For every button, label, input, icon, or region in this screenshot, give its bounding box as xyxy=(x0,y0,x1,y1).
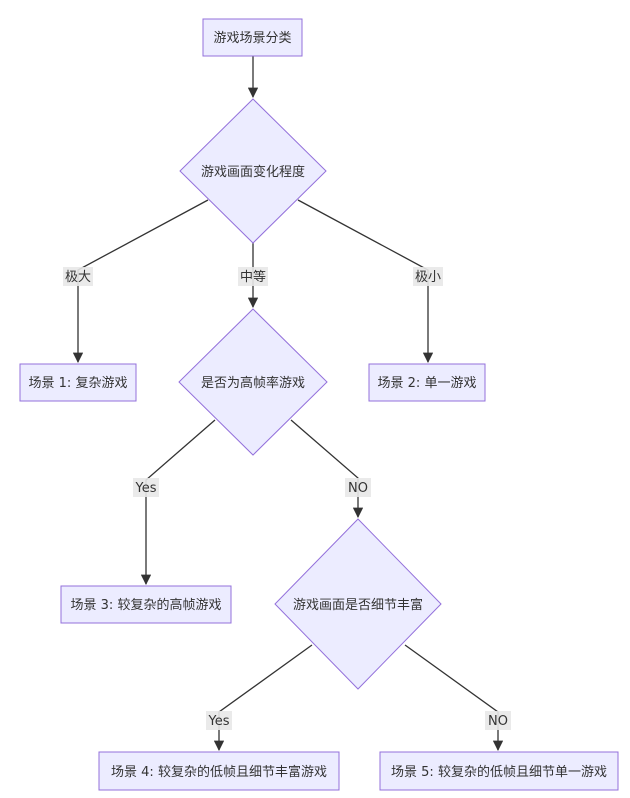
edge-very-small xyxy=(297,199,434,364)
node-detail-question[interactable]: 游戏画面是否细节丰富 xyxy=(274,518,442,690)
edge-label-very-large: 极大 xyxy=(63,267,93,286)
svg-text:NO: NO xyxy=(348,481,368,496)
svg-text:游戏画面变化程度: 游戏画面变化程度 xyxy=(201,164,305,180)
edge-label-medium: 中等 xyxy=(238,267,268,286)
edge-label-no-detail: NO xyxy=(485,711,511,730)
edge-no-high-fps xyxy=(290,419,364,519)
svg-text:是否为高帧率游戏: 是否为高帧率游戏 xyxy=(201,375,305,391)
svg-text:场景 2: 单一游戏: 场景 2: 单一游戏 xyxy=(378,376,477,391)
node-root[interactable]: 游戏场景分类 xyxy=(202,18,303,57)
edge-yes-high-fps xyxy=(140,419,216,586)
edge-very-large xyxy=(72,199,209,364)
node-scene-2[interactable]: 场景 2: 单一游戏 xyxy=(368,363,486,402)
svg-text:场景 3: 较复杂的高帧游戏: 场景 3: 较复杂的高帧游戏 xyxy=(71,597,222,613)
svg-text:中等: 中等 xyxy=(240,269,266,285)
node-scene-1[interactable]: 场景 1: 复杂游戏 xyxy=(19,363,137,402)
svg-text:场景 5: 较复杂的低帧且细节单一游戏: 场景 5: 较复杂的低帧且细节单一游戏 xyxy=(391,764,607,780)
edge-label-yes-detail: Yes xyxy=(206,711,232,730)
svg-text:游戏画面是否细节丰富: 游戏画面是否细节丰富 xyxy=(293,597,423,613)
svg-text:游戏场景分类: 游戏场景分类 xyxy=(213,31,291,46)
node-scene-5[interactable]: 场景 5: 较复杂的低帧且细节单一游戏 xyxy=(379,751,619,791)
svg-text:Yes: Yes xyxy=(208,714,230,729)
svg-text:NO: NO xyxy=(488,714,508,729)
svg-text:极小: 极小 xyxy=(415,270,441,285)
edge-label-very-small: 极小 xyxy=(413,267,443,286)
svg-text:场景 4: 较复杂的低帧且细节丰富游戏: 场景 4: 较复杂的低帧且细节丰富游戏 xyxy=(111,764,327,780)
edge-yes-detail xyxy=(213,644,313,752)
node-scene-4[interactable]: 场景 4: 较复杂的低帧且细节丰富游戏 xyxy=(98,751,340,791)
svg-text:极大: 极大 xyxy=(65,270,91,285)
edge-no-detail xyxy=(404,644,504,752)
nodes: 游戏场景分类 游戏画面变化程度 场景 1: 复杂游戏 是否为高帧率游戏 场景 2… xyxy=(19,18,619,791)
node-high-fps-question[interactable]: 是否为高帧率游戏 xyxy=(178,308,328,456)
node-change-degree[interactable]: 游戏画面变化程度 xyxy=(179,98,327,244)
node-scene-3[interactable]: 场景 3: 较复杂的高帧游戏 xyxy=(60,585,232,624)
edge-label-no-high-fps: NO xyxy=(345,478,371,497)
svg-text:场景 1: 复杂游戏: 场景 1: 复杂游戏 xyxy=(29,376,128,391)
edge-labels: 极大 中等 极小 Yes NO Yes xyxy=(63,267,511,730)
svg-text:Yes: Yes xyxy=(135,481,157,496)
edge-label-yes-high-fps: Yes xyxy=(133,478,159,497)
